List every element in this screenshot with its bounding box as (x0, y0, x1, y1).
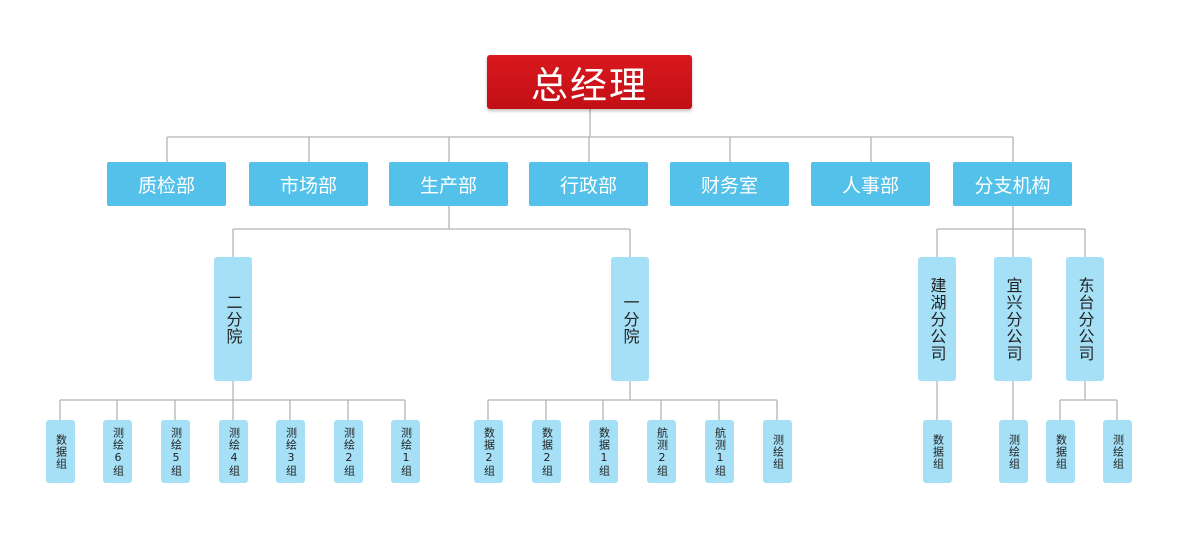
dept-quality-inspection: 质检部 (107, 162, 226, 206)
dept-finance: 财务室 (670, 162, 789, 206)
dept-human-resources: 人事部 (811, 162, 930, 206)
group-node: 测绘6组 (103, 420, 132, 483)
group-node: 测绘1组 (391, 420, 420, 483)
group-node: 测绘组 (763, 420, 792, 483)
dept-administration: 行政部 (529, 162, 648, 206)
institute-1: 一分院 (611, 257, 649, 381)
institute-2: 二分院 (214, 257, 252, 381)
group-node: 测绘3组 (276, 420, 305, 483)
group-node: 测绘4组 (219, 420, 248, 483)
group-node: 测绘组 (1103, 420, 1132, 483)
group-node: 航测2组 (647, 420, 676, 483)
branch-yixing: 宜兴分公司 (994, 257, 1032, 381)
group-node: 数据1组 (589, 420, 618, 483)
branch-jianhu: 建湖分公司 (918, 257, 956, 381)
group-node: 数据组 (923, 420, 952, 483)
group-node: 测绘组 (999, 420, 1028, 483)
group-node: 测绘2组 (334, 420, 363, 483)
dept-marketing: 市场部 (249, 162, 368, 206)
dept-branches: 分支机构 (953, 162, 1072, 206)
group-node: 测绘5组 (161, 420, 190, 483)
dept-production: 生产部 (389, 162, 508, 206)
root-node-general-manager: 总经理 (487, 55, 692, 109)
branch-dongtai: 东台分公司 (1066, 257, 1104, 381)
group-node: 数据2组 (532, 420, 561, 483)
group-node: 数据2组 (474, 420, 503, 483)
group-node: 数据组 (46, 420, 75, 483)
group-node: 航测1组 (705, 420, 734, 483)
group-node: 数据组 (1046, 420, 1075, 483)
